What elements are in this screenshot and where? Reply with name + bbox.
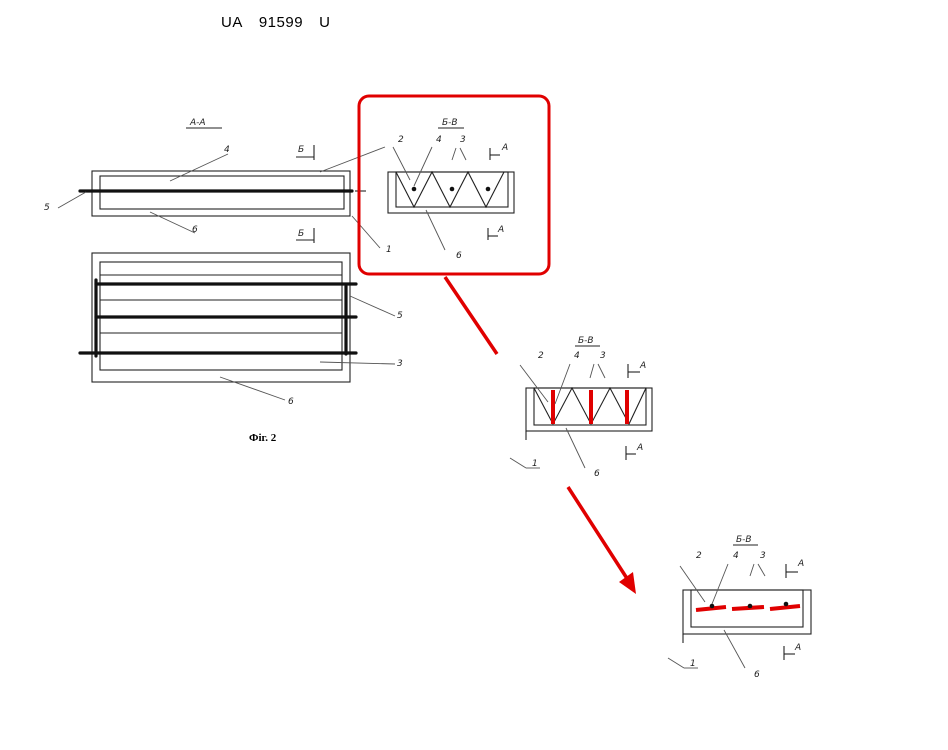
outer-tray-frame <box>91 170 351 217</box>
detail1-mark-a-bottom: A <box>497 225 504 235</box>
patent-prefix: UA <box>221 14 243 31</box>
section-b-b-detail-3: Б-В 2 4 3 A A 6 1 <box>667 535 812 680</box>
detail3-callout-2: 2 <box>696 551 702 561</box>
detail3-mark-a-top: A <box>797 559 804 569</box>
section-mark-b-top: Б <box>298 145 304 155</box>
patent-number: 91599 <box>258 14 304 31</box>
section-b-b-detail-1: Б-В 2 4 3 A A 6 1 <box>386 118 515 261</box>
detail1-callout-3: 3 <box>460 135 466 145</box>
detail3-section-title: Б-В <box>736 535 752 545</box>
detail3-callout-3: 3 <box>760 551 766 561</box>
transition-arrow-line <box>566 486 630 581</box>
patent-kind: U <box>319 14 331 31</box>
plan-callout-6: 6 <box>288 397 294 407</box>
detail1-callout-6: 6 <box>456 251 462 261</box>
detail1-mark-a-top: A <box>501 143 508 153</box>
detail2-mark-a-bottom: A <box>636 443 643 453</box>
detail3-red-bar-1 <box>695 605 727 612</box>
highlight-box <box>357 94 551 276</box>
section-a-a-view: A-A 4 5 6 Б Б <box>44 118 386 249</box>
callout-4: 4 <box>224 145 230 155</box>
detail1-zigzag <box>395 170 505 209</box>
detail3-red-bar-3 <box>769 604 801 611</box>
callout-6: 6 <box>192 225 198 235</box>
detail1-callout-2: 2 <box>398 135 404 145</box>
detail3-inner <box>690 589 804 628</box>
detail3-mark-a-bottom: A <box>794 643 801 653</box>
detail3-callout-1: 1 <box>690 659 696 669</box>
section-a-a-title: A-A <box>189 118 206 128</box>
detail1-inner <box>395 171 509 208</box>
detail2-callout-4: 4 <box>574 351 580 361</box>
detail2-inner <box>533 387 647 426</box>
detail3-red-bar-2 <box>731 605 765 611</box>
detail1-callout-1: 1 <box>386 245 392 255</box>
detail2-section-title: Б-В <box>578 336 594 346</box>
detail1-callout-4: 4 <box>436 135 442 145</box>
plan-callout-5: 5 <box>397 311 403 321</box>
detail2-mark-a-top: A <box>639 361 646 371</box>
plan-callout-3: 3 <box>397 359 403 369</box>
section-mark-b-bottom: Б <box>298 229 304 239</box>
detail3-callout-4: 4 <box>733 551 739 561</box>
highlight-connector <box>443 276 499 355</box>
detail2-callout-1: 1 <box>532 459 538 469</box>
detail2-callout-3: 3 <box>600 351 606 361</box>
plan-view: 5 3 6 <box>78 252 403 407</box>
detail2-callout-6: 6 <box>594 469 600 479</box>
detail2-callout-2: 2 <box>538 351 544 361</box>
detail3-callout-6: 6 <box>754 670 760 680</box>
detail1-section-title: Б-В <box>442 118 458 128</box>
transition-arrow-head <box>619 572 636 594</box>
callout-5: 5 <box>44 203 50 213</box>
section-b-b-detail-2: Б-В 2 4 3 A A 6 1 <box>509 336 653 479</box>
patent-header: UA 91599 U <box>221 14 346 31</box>
figure-caption: Фіг. 2 <box>249 432 277 444</box>
